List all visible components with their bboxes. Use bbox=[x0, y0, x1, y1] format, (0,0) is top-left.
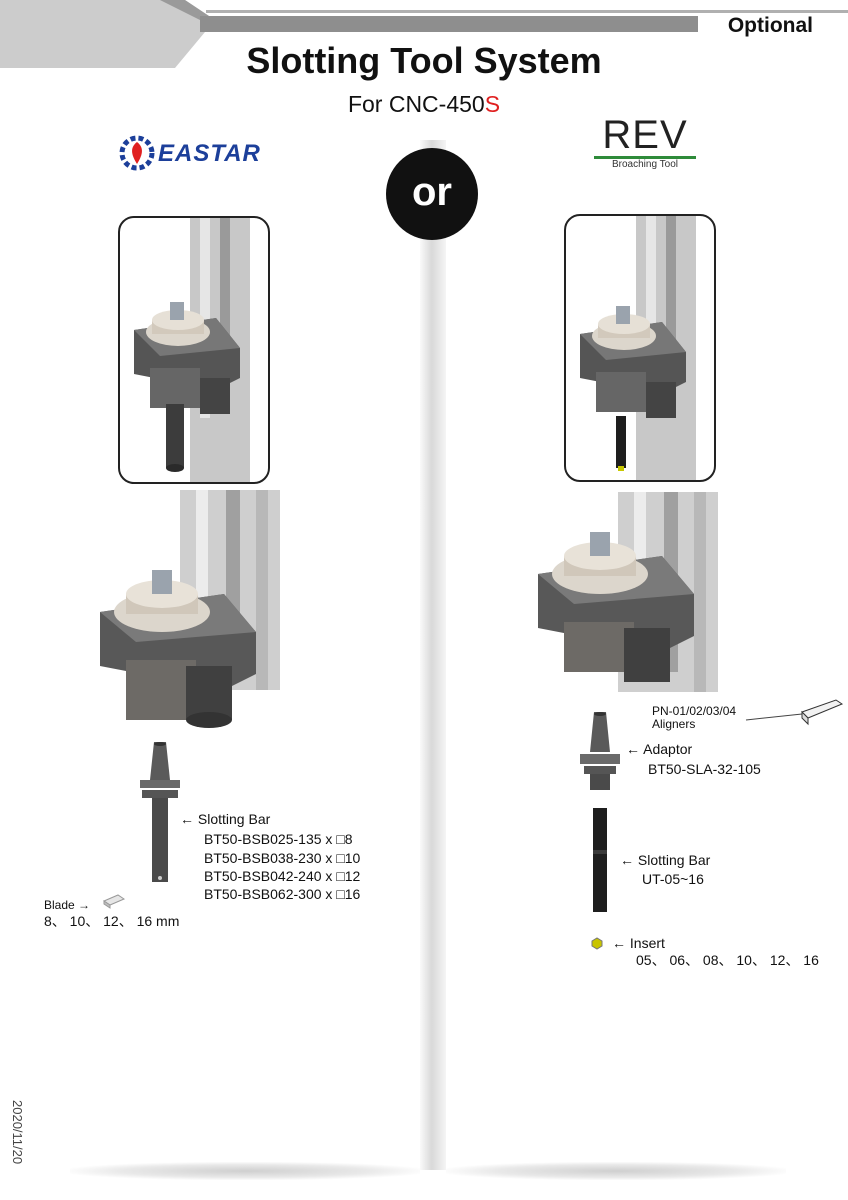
rev-spindle-illustration bbox=[538, 492, 718, 692]
blade-icon bbox=[102, 894, 126, 909]
rev-slotting-bar-label-text: Slotting Bar bbox=[637, 852, 711, 868]
subtitle-model: For CNC-450 bbox=[347, 91, 485, 117]
header-line bbox=[206, 10, 848, 13]
floor-shadow-right bbox=[446, 1162, 786, 1180]
rev-machine-illustration bbox=[580, 216, 696, 480]
footer-date: 2020/11/20 bbox=[10, 1100, 25, 1165]
eastar-model-3: BT50-BSB042-240 x □12 bbox=[204, 868, 361, 884]
eastar-machine-frame bbox=[118, 216, 270, 484]
slotting-bar-label-text: Slotting Bar bbox=[197, 811, 271, 827]
rev-slotting-bar-label: ← Slotting Bar bbox=[620, 852, 711, 868]
eastar-logo: EASTAR bbox=[118, 134, 278, 174]
eastar-model-2: BT50-BSB038-230 x □10 bbox=[204, 850, 361, 866]
eastar-machine-illustration bbox=[134, 218, 250, 482]
insert-label-text: Insert bbox=[629, 935, 665, 951]
blade-label: Blade → bbox=[44, 898, 91, 912]
blade-sizes: 8、 10、 12、 16 mm bbox=[44, 913, 180, 929]
insert-label: ← Insert bbox=[612, 935, 665, 951]
rev-brand-text: REV bbox=[602, 113, 688, 157]
rev-slotting-bar-model: UT-05~16 bbox=[642, 871, 704, 887]
rev-underline bbox=[594, 156, 696, 159]
or-badge: or bbox=[386, 148, 478, 240]
eastar-brand-text: EASTAR bbox=[158, 140, 261, 167]
gear-logo-icon bbox=[119, 135, 155, 171]
center-divider bbox=[420, 140, 446, 1170]
aligners-label: Aligners bbox=[652, 717, 696, 731]
eastar-model-1: BT50-BSB025-135 x □8 bbox=[204, 831, 353, 847]
header-bar bbox=[200, 16, 698, 32]
blade-label-text: Blade bbox=[44, 898, 75, 912]
eastar-slotting-bar-label: ← Slotting Bar bbox=[180, 811, 271, 827]
page-subtitle: For CNC-450S bbox=[0, 91, 848, 118]
subtitle-suffix: S bbox=[484, 91, 501, 117]
insert-sizes: 05、 06、 08、 10、 12、 16 bbox=[636, 952, 819, 968]
adaptor-label: ← Adaptor bbox=[626, 741, 693, 757]
rev-slotting-bar-drawing bbox=[593, 808, 607, 912]
adaptor-drawing bbox=[580, 712, 620, 790]
optional-tag: Optional bbox=[727, 14, 813, 37]
page-title: Slotting Tool System bbox=[246, 40, 602, 81]
rev-machine-frame bbox=[564, 214, 716, 482]
eastar-slotting-bar-drawing bbox=[140, 742, 180, 882]
aligners-drawing bbox=[745, 699, 844, 726]
eastar-model-4: BT50-BSB062-300 x □16 bbox=[204, 886, 361, 902]
header-corner-decoration bbox=[0, 0, 215, 68]
rev-brand-subtitle: Broaching Tool bbox=[612, 159, 678, 170]
eastar-spindle-illustration bbox=[100, 490, 280, 728]
insert-icon bbox=[591, 937, 603, 950]
adaptor-model: BT50-SLA-32-105 bbox=[648, 761, 761, 777]
adaptor-label-text: Adaptor bbox=[643, 741, 693, 757]
rev-logo: REV Broaching Tool bbox=[590, 114, 700, 174]
aligners-code: PN-01/02/03/04 bbox=[652, 704, 737, 718]
floor-shadow-left bbox=[70, 1162, 420, 1180]
